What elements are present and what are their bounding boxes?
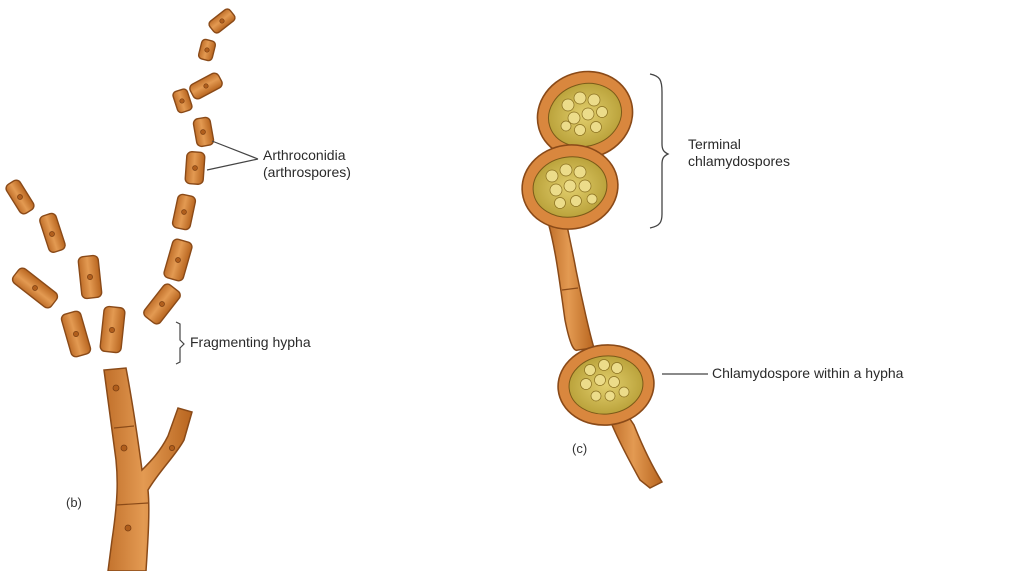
- intercalary-chlamydospore: [554, 340, 658, 430]
- arthroconidia-label-line1: Arthroconidia: [263, 147, 351, 164]
- terminal-chlamydospores-bracket: [650, 74, 668, 228]
- terminal-chlamydospores-label: Terminal chlamydospores: [688, 136, 790, 170]
- arthroconidia-label: Arthroconidia (arthrospores): [263, 147, 351, 181]
- terminal-chlamydospores-line1: Terminal: [688, 136, 790, 153]
- arthroconidia-label-line2: (arthrospores): [263, 164, 351, 181]
- fragmenting-hypha-bracket: [176, 322, 184, 364]
- arthroconidia-pointer-lines: [207, 141, 258, 170]
- terminal-chlamydospores-line2: chlamydospores: [688, 153, 790, 170]
- panel-c-tag: (c): [572, 440, 587, 457]
- branching-hypha: [104, 368, 192, 571]
- arthroconidia-left-strand: [4, 178, 125, 358]
- fragmenting-hypha-label: Fragmenting hypha: [190, 334, 311, 351]
- terminal-chlamydospore-bottom: [517, 139, 624, 236]
- chlamydospore-within-hypha-label: Chlamydospore within a hypha: [712, 365, 903, 382]
- panel-b-tag: (b): [66, 494, 82, 511]
